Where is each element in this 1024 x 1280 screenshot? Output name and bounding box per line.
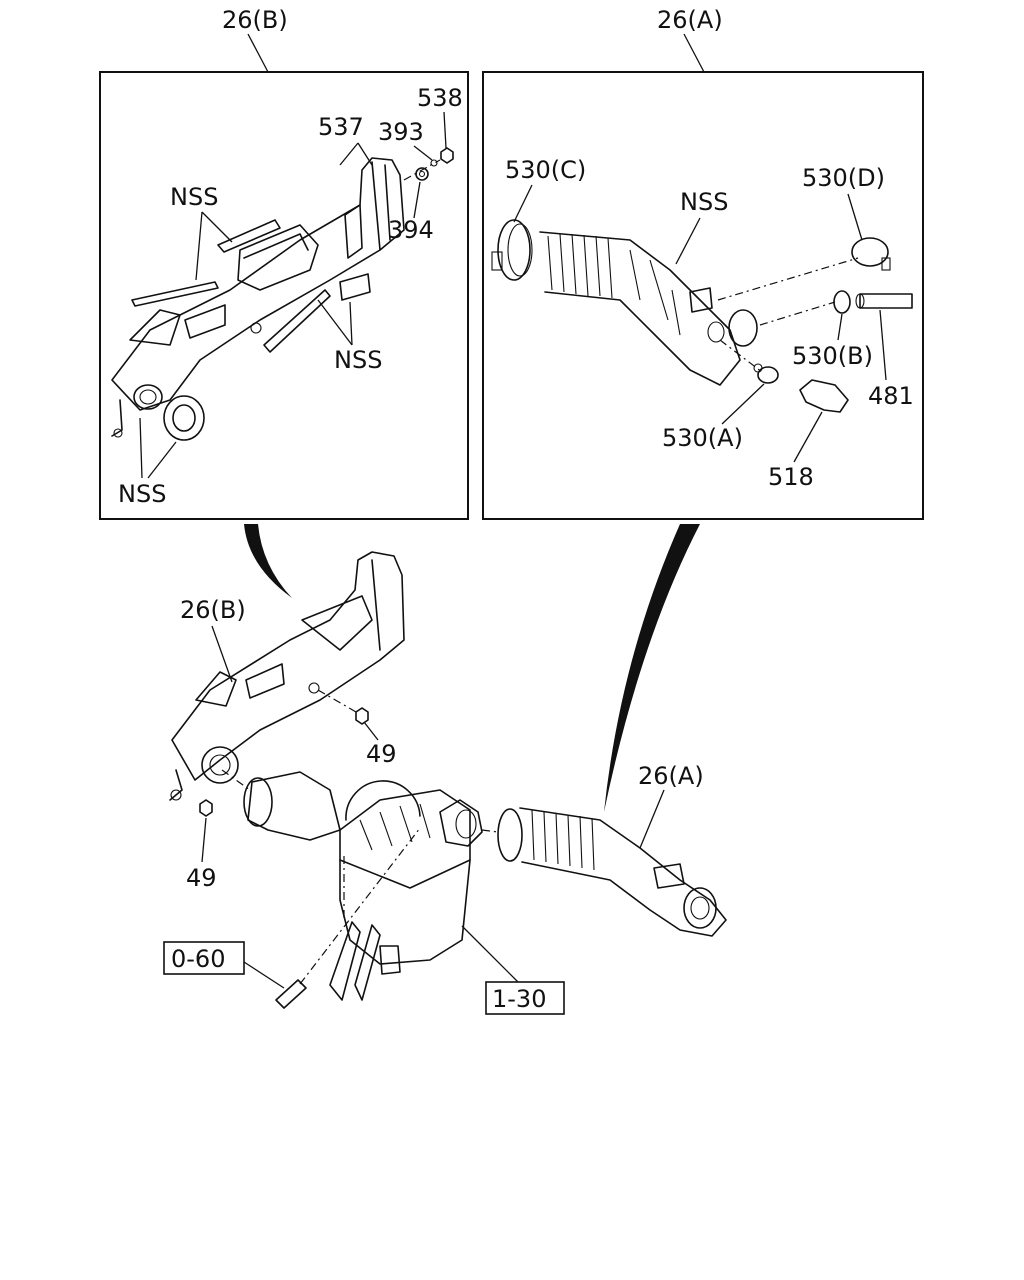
label-393: 393 xyxy=(378,118,424,146)
label-530b: 530(B) xyxy=(792,342,873,370)
ref-label-1-30[interactable]: 1-30 xyxy=(492,985,546,1013)
label-nss-bottom: NSS xyxy=(118,480,166,508)
label-26b-main: 26(B) xyxy=(180,596,246,624)
ref-box-1-30[interactable] xyxy=(485,981,565,1015)
label-481: 481 xyxy=(868,382,914,410)
left-bracket-assembly-drawing xyxy=(111,147,454,441)
label-394: 394 xyxy=(388,216,434,244)
label-530d: 530(D) xyxy=(802,164,885,192)
label-49-lower: 49 xyxy=(186,864,217,892)
label-530c: 530(C) xyxy=(505,156,586,184)
label-nss-mid: NSS xyxy=(334,346,382,374)
label-49-upper: 49 xyxy=(366,740,397,768)
label-530a: 530(A) xyxy=(662,424,743,452)
label-26a-main: 26(A) xyxy=(638,762,704,790)
right-panel-header: 26(A) xyxy=(657,6,723,34)
left-detail-pointer xyxy=(244,524,292,598)
left-panel-header: 26(B) xyxy=(222,6,288,34)
ref-box-0-60[interactable] xyxy=(163,941,245,975)
label-nss-top: NSS xyxy=(170,183,218,211)
left-detail-box xyxy=(99,71,469,520)
ref-label-0-60[interactable]: 0-60 xyxy=(171,945,225,973)
label-537: 537 xyxy=(318,113,364,141)
right-detail-box xyxy=(482,71,924,520)
label-nss-hose: NSS xyxy=(680,188,728,216)
main-assembly-drawing xyxy=(169,551,727,1009)
label-518: 518 xyxy=(768,463,814,491)
label-538: 538 xyxy=(417,84,463,112)
right-hose-assembly-drawing xyxy=(491,219,913,413)
